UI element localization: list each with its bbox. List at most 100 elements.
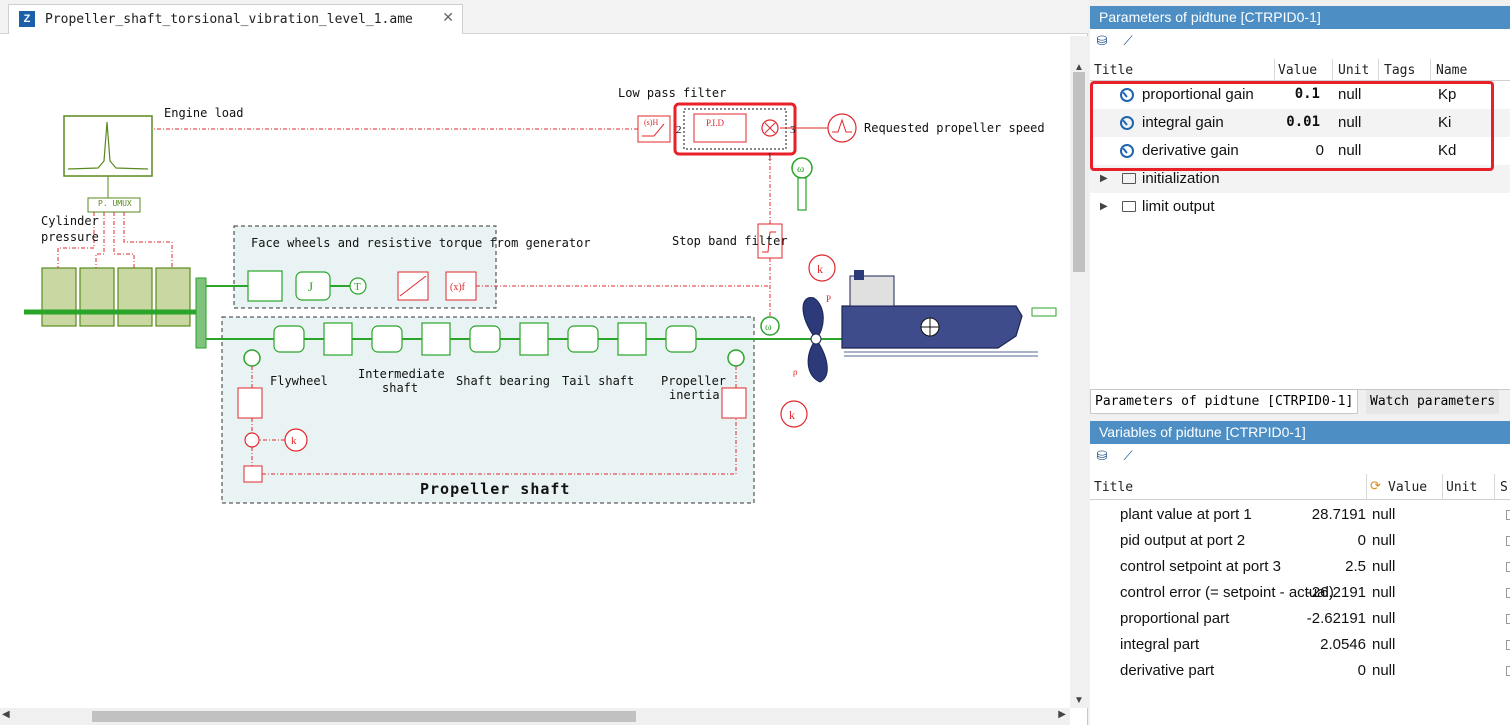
var-unit: null [1372,506,1396,523]
torque-sensor-left [243,349,261,367]
var-checkbox[interactable] [1506,536,1510,546]
tab-watch-parameters[interactable]: Watch parameters [1366,390,1500,414]
svg-text:3: 3 [790,124,796,136]
param-value[interactable]: 0 [1315,142,1324,159]
mux-label: P. UMUX [98,199,132,208]
svg-text:ρ: ρ [793,367,798,377]
var-row[interactable]: proportional part -2.62191 null [1090,606,1510,632]
var-checkbox[interactable] [1506,588,1510,598]
var-row[interactable]: pid output at port 2 0 null [1090,528,1510,554]
requested-speed-source [827,113,857,143]
param-value[interactable]: 0.01 [1286,114,1320,130]
folder-icon [1122,201,1136,212]
var-row[interactable]: control setpoint at port 3 2.5 null [1090,554,1510,580]
var-value: 0 [1357,532,1366,549]
col-value[interactable]: Value [1278,63,1318,78]
param-row-proportional-gain[interactable]: proportional gain 0.1 null Kp [1090,81,1510,109]
j-symbol: J [308,279,313,294]
sketch-document: Z Propeller_shaft_torsional_vibration_le… [0,0,1088,725]
var-value: 2.0546 [1320,636,1366,653]
var-title: pid output at port 2 [1120,532,1246,549]
var-value: -26.2191 [1306,584,1366,601]
param-row-derivative-gain[interactable]: derivative gain 0 null Kd [1090,137,1510,165]
var-unit: null [1372,636,1396,653]
expand-arrow-icon[interactable]: ▶ [1100,173,1108,184]
col-unit[interactable]: Unit [1338,63,1370,78]
param-title: derivative gain [1142,142,1239,159]
close-icon[interactable]: ✕ [442,9,454,25]
refresh-icon[interactable]: ⟳ [1370,479,1381,494]
parameters-table-header: Title Value Unit Tags Name [1090,59,1510,81]
variables-panel-title: Variables of pidtune [CTRPID0-1] [1090,421,1510,444]
param-row-integral-gain[interactable]: integral gain 0.01 null Ki [1090,109,1510,137]
chart-icon[interactable]: ⛁ [1096,448,1108,463]
var-unit: null [1372,610,1396,627]
var-row[interactable]: integral part 2.0546 null [1090,632,1510,658]
horizontal-scrollbar[interactable]: ◀ ▶ [0,708,1070,725]
col-value[interactable]: Value [1388,480,1428,495]
sketch-canvas[interactable]: J T (x)f (s)H P.I.D 2 3 1 [8,36,1070,708]
propeller-shaft-label: Propeller shaft [420,480,571,498]
horizontal-scroll-thumb[interactable] [92,711,636,722]
col-title[interactable]: Title [1094,480,1134,495]
propeller-inertia-label-2: inertia [669,388,720,402]
expand-arrow-icon[interactable]: ▶ [1100,201,1108,212]
scroll-left-icon[interactable]: ◀ [2,709,10,720]
param-value[interactable]: 0.1 [1294,86,1320,102]
group-limit-output[interactable]: ▶ limit output [1090,193,1510,221]
var-row[interactable]: derivative part 0 null [1090,658,1510,684]
engine-load-curve [67,121,149,170]
var-row[interactable]: control error (= setpoint - actual) -26.… [1090,580,1510,606]
variables-panel: Variables of pidtune [CTRPID0-1] ⛁ ⟋ Tit… [1090,421,1510,725]
engine-load-label: Engine load [164,106,244,120]
param-unit: null [1338,86,1362,103]
scroll-right-icon[interactable]: ▶ [1058,709,1066,720]
svg-text:k: k [291,435,297,447]
intermediate-shaft-label-2: shaft [382,381,419,395]
low-pass-filter-block [637,115,671,143]
vertical-scrollbar[interactable]: ▲ ▼ [1070,36,1088,708]
intermediate-shaft-label-1: Intermediate [358,367,445,381]
document-tab[interactable]: Z Propeller_shaft_torsional_vibration_le… [8,4,463,34]
var-value: 28.7191 [1311,506,1366,523]
var-checkbox[interactable] [1506,614,1510,624]
svg-text:ω: ω [765,322,772,333]
col-name[interactable]: Name [1436,63,1468,78]
col-tags[interactable]: Tags [1384,63,1416,78]
face-wheels-label: Face wheels and resistive torque from ge… [251,236,591,250]
parameter-gauge-icon [1120,144,1134,158]
cylinder-pressure-label-2: pressure [41,230,99,244]
var-checkbox[interactable] [1506,640,1510,650]
svg-text:k: k [789,408,795,422]
vertical-scroll-thumb[interactable] [1073,72,1085,272]
svg-text:P: P [826,294,831,304]
var-checkbox[interactable] [1506,666,1510,676]
variables-table-header: Title ⟳ Value Unit S [1090,474,1510,500]
scroll-down-icon[interactable]: ▼ [1074,695,1084,706]
col-s[interactable]: S [1500,480,1508,495]
low-pass-filter-label: Low pass filter [618,86,727,100]
param-unit: null [1338,142,1362,159]
variables-toolbar: ⛁ ⟋ [1090,444,1510,468]
var-title: derivative part [1120,662,1215,679]
plot-icon[interactable]: ⟋ [1123,33,1133,48]
tab-parameters[interactable]: Parameters of pidtune [CTRPID0-1] [1090,390,1359,414]
chart-icon[interactable]: ⛁ [1096,33,1108,48]
scroll-up-icon[interactable]: ▲ [1074,62,1084,73]
var-title: plant value at port 1 [1120,506,1252,523]
torque-sensor-right [727,349,745,367]
var-checkbox[interactable] [1506,510,1510,520]
svg-text:P.I.D: P.I.D [706,118,725,128]
var-checkbox[interactable] [1506,562,1510,572]
col-unit[interactable]: Unit [1446,480,1478,495]
plot-icon[interactable]: ⟋ [1123,448,1133,463]
document-tab-title: Propeller_shaft_torsional_vibration_leve… [45,12,413,27]
var-row[interactable]: plant value at port 1 28.7191 null [1090,502,1510,528]
col-title[interactable]: Title [1094,63,1134,78]
parameters-panel: Parameters of pidtune [CTRPID0-1] ⛁ ⟋ Ti… [1090,6,1510,389]
group-label: limit output [1142,198,1215,215]
parameters-toolbar: ⛁ ⟋ [1090,29,1510,53]
shaft-bearing-label: Shaft bearing [456,374,550,388]
param-name: Ki [1438,114,1452,131]
group-initialization[interactable]: ▶ initialization [1090,165,1510,193]
